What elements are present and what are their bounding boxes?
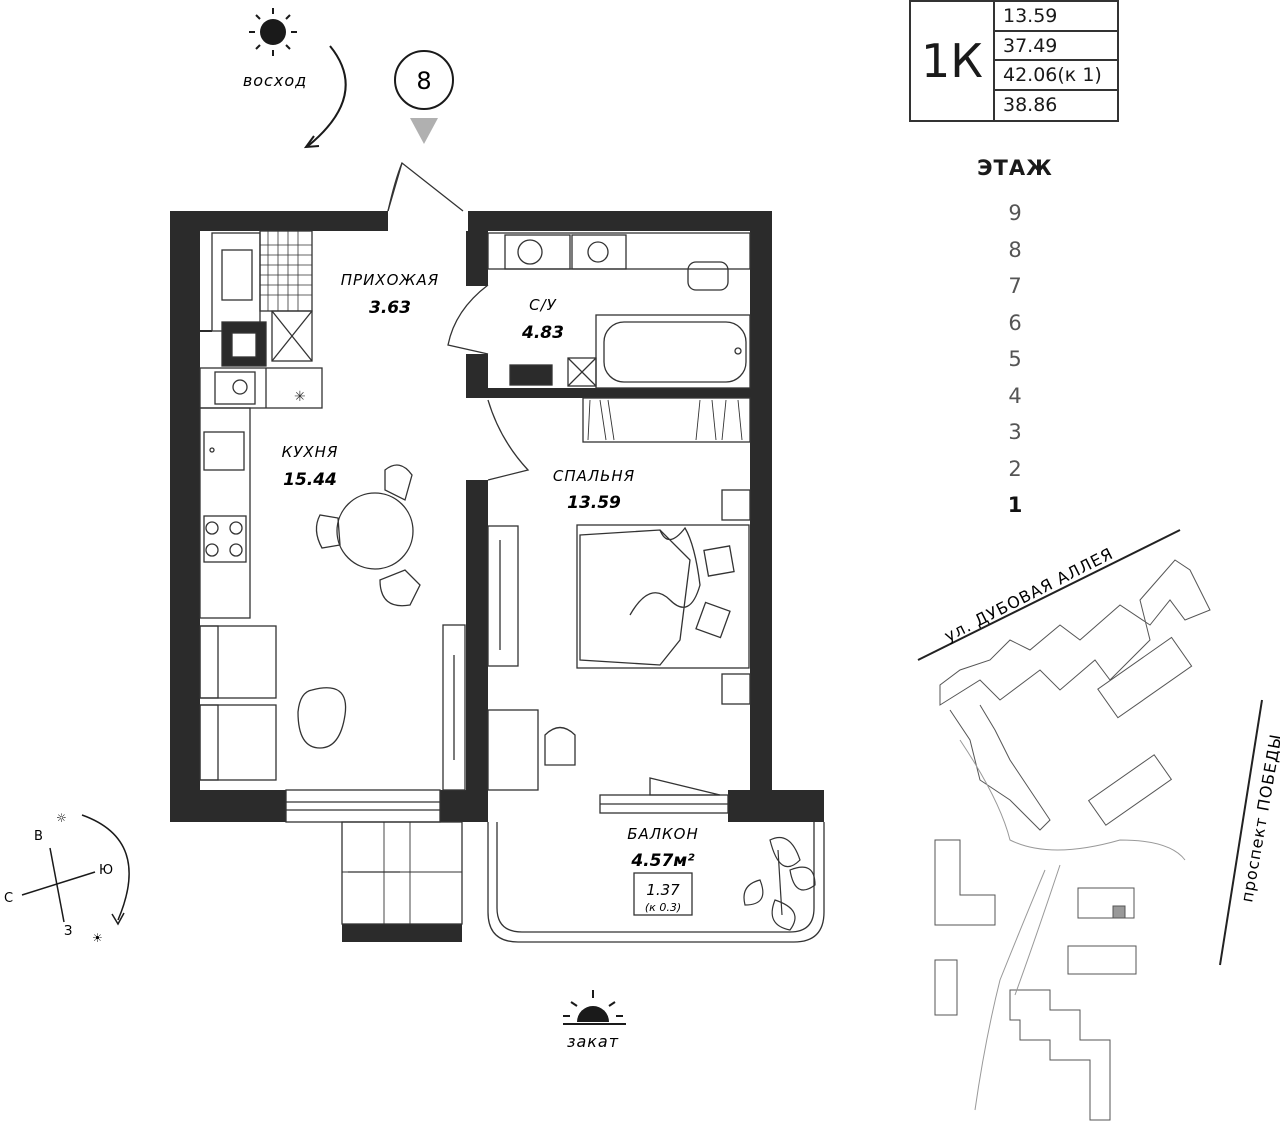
balcony-coefficient: (к 0.3) xyxy=(645,901,681,914)
floor-item-8[interactable]: 8 xyxy=(1008,237,1022,262)
compass-south: Ю xyxy=(99,863,113,878)
apartment-areas: 13.59 37.49 42.06(к 1) 38.86 xyxy=(993,2,1117,120)
sunset-sun-icon xyxy=(563,990,626,1025)
floor-item-9[interactable]: 9 xyxy=(1008,201,1022,225)
hall-area: 3.63 xyxy=(369,298,411,318)
plant-icon xyxy=(743,836,816,931)
kitchen-label: КУХНЯ xyxy=(282,443,339,461)
floor-item-4[interactable]: 4 xyxy=(1008,383,1022,408)
bedroom-area: 13.59 xyxy=(567,493,621,513)
compass-north: С xyxy=(4,891,13,906)
sunrise-label: восход xyxy=(243,71,307,90)
kitchen-area: 15.44 xyxy=(283,470,337,490)
entrance-circle xyxy=(394,50,454,110)
compass-icon xyxy=(21,814,130,926)
apartment-type: 1К xyxy=(911,2,995,120)
sunset-label: закат xyxy=(567,1032,619,1051)
floor-item-1[interactable]: 1 xyxy=(1007,493,1023,517)
apartment-info-box: 1К 13.59 37.49 42.06(к 1) 38.86 xyxy=(909,0,1119,122)
site-map xyxy=(917,529,1263,1121)
compass-sunset-icon: ☀ xyxy=(92,931,103,945)
floor-item-3[interactable]: 3 xyxy=(1008,420,1022,444)
floor-item-6[interactable]: 6 xyxy=(1008,310,1022,335)
area-living-room: 13.59 xyxy=(993,2,1117,32)
entrance-arrow-icon xyxy=(410,118,438,144)
balcony-area: 4.57м² xyxy=(630,851,695,871)
area-reduced: 38.86 xyxy=(1003,93,1058,116)
street-line-1 xyxy=(917,529,1181,661)
floor-item-7[interactable]: 7 xyxy=(1008,274,1022,298)
hall-label: ПРИХОЖАЯ xyxy=(341,271,439,289)
balcony-reduced-area: 1.37 xyxy=(646,881,680,899)
balcony-label: БАЛКОН xyxy=(627,825,699,843)
area-with-coef: 42.06(к 1) xyxy=(993,61,1117,91)
sunrise-sun-icon xyxy=(249,8,297,56)
floor-selector: 9 8 7 6 5 4 3 2 1 xyxy=(995,195,1035,524)
compass-west: З xyxy=(64,924,72,939)
interior-fixtures: ✳ xyxy=(199,161,825,943)
entrance-number: 8 xyxy=(416,67,431,95)
area-total: 37.49 xyxy=(993,32,1117,61)
compass-east: В xyxy=(34,829,43,844)
bathroom-label: С/У xyxy=(529,296,557,314)
walls xyxy=(170,211,824,942)
sunrise-arrow-icon xyxy=(307,45,347,147)
compass-sunrise-icon: ☼ xyxy=(56,811,67,825)
bedroom-label: СПАЛЬНЯ xyxy=(553,467,635,485)
floor-title: ЭТАЖ xyxy=(977,156,1053,180)
bathroom-area: 4.83 xyxy=(521,323,564,343)
street-line-2 xyxy=(1219,699,1263,966)
street-dubovaya-label: ул. ДУБОВАЯ АЛЛЕЯ xyxy=(941,544,1116,646)
svg-text:✳: ✳ xyxy=(294,389,306,405)
floor-item-2[interactable]: 2 xyxy=(1008,456,1022,481)
floor-item-5[interactable]: 5 xyxy=(1008,347,1022,371)
